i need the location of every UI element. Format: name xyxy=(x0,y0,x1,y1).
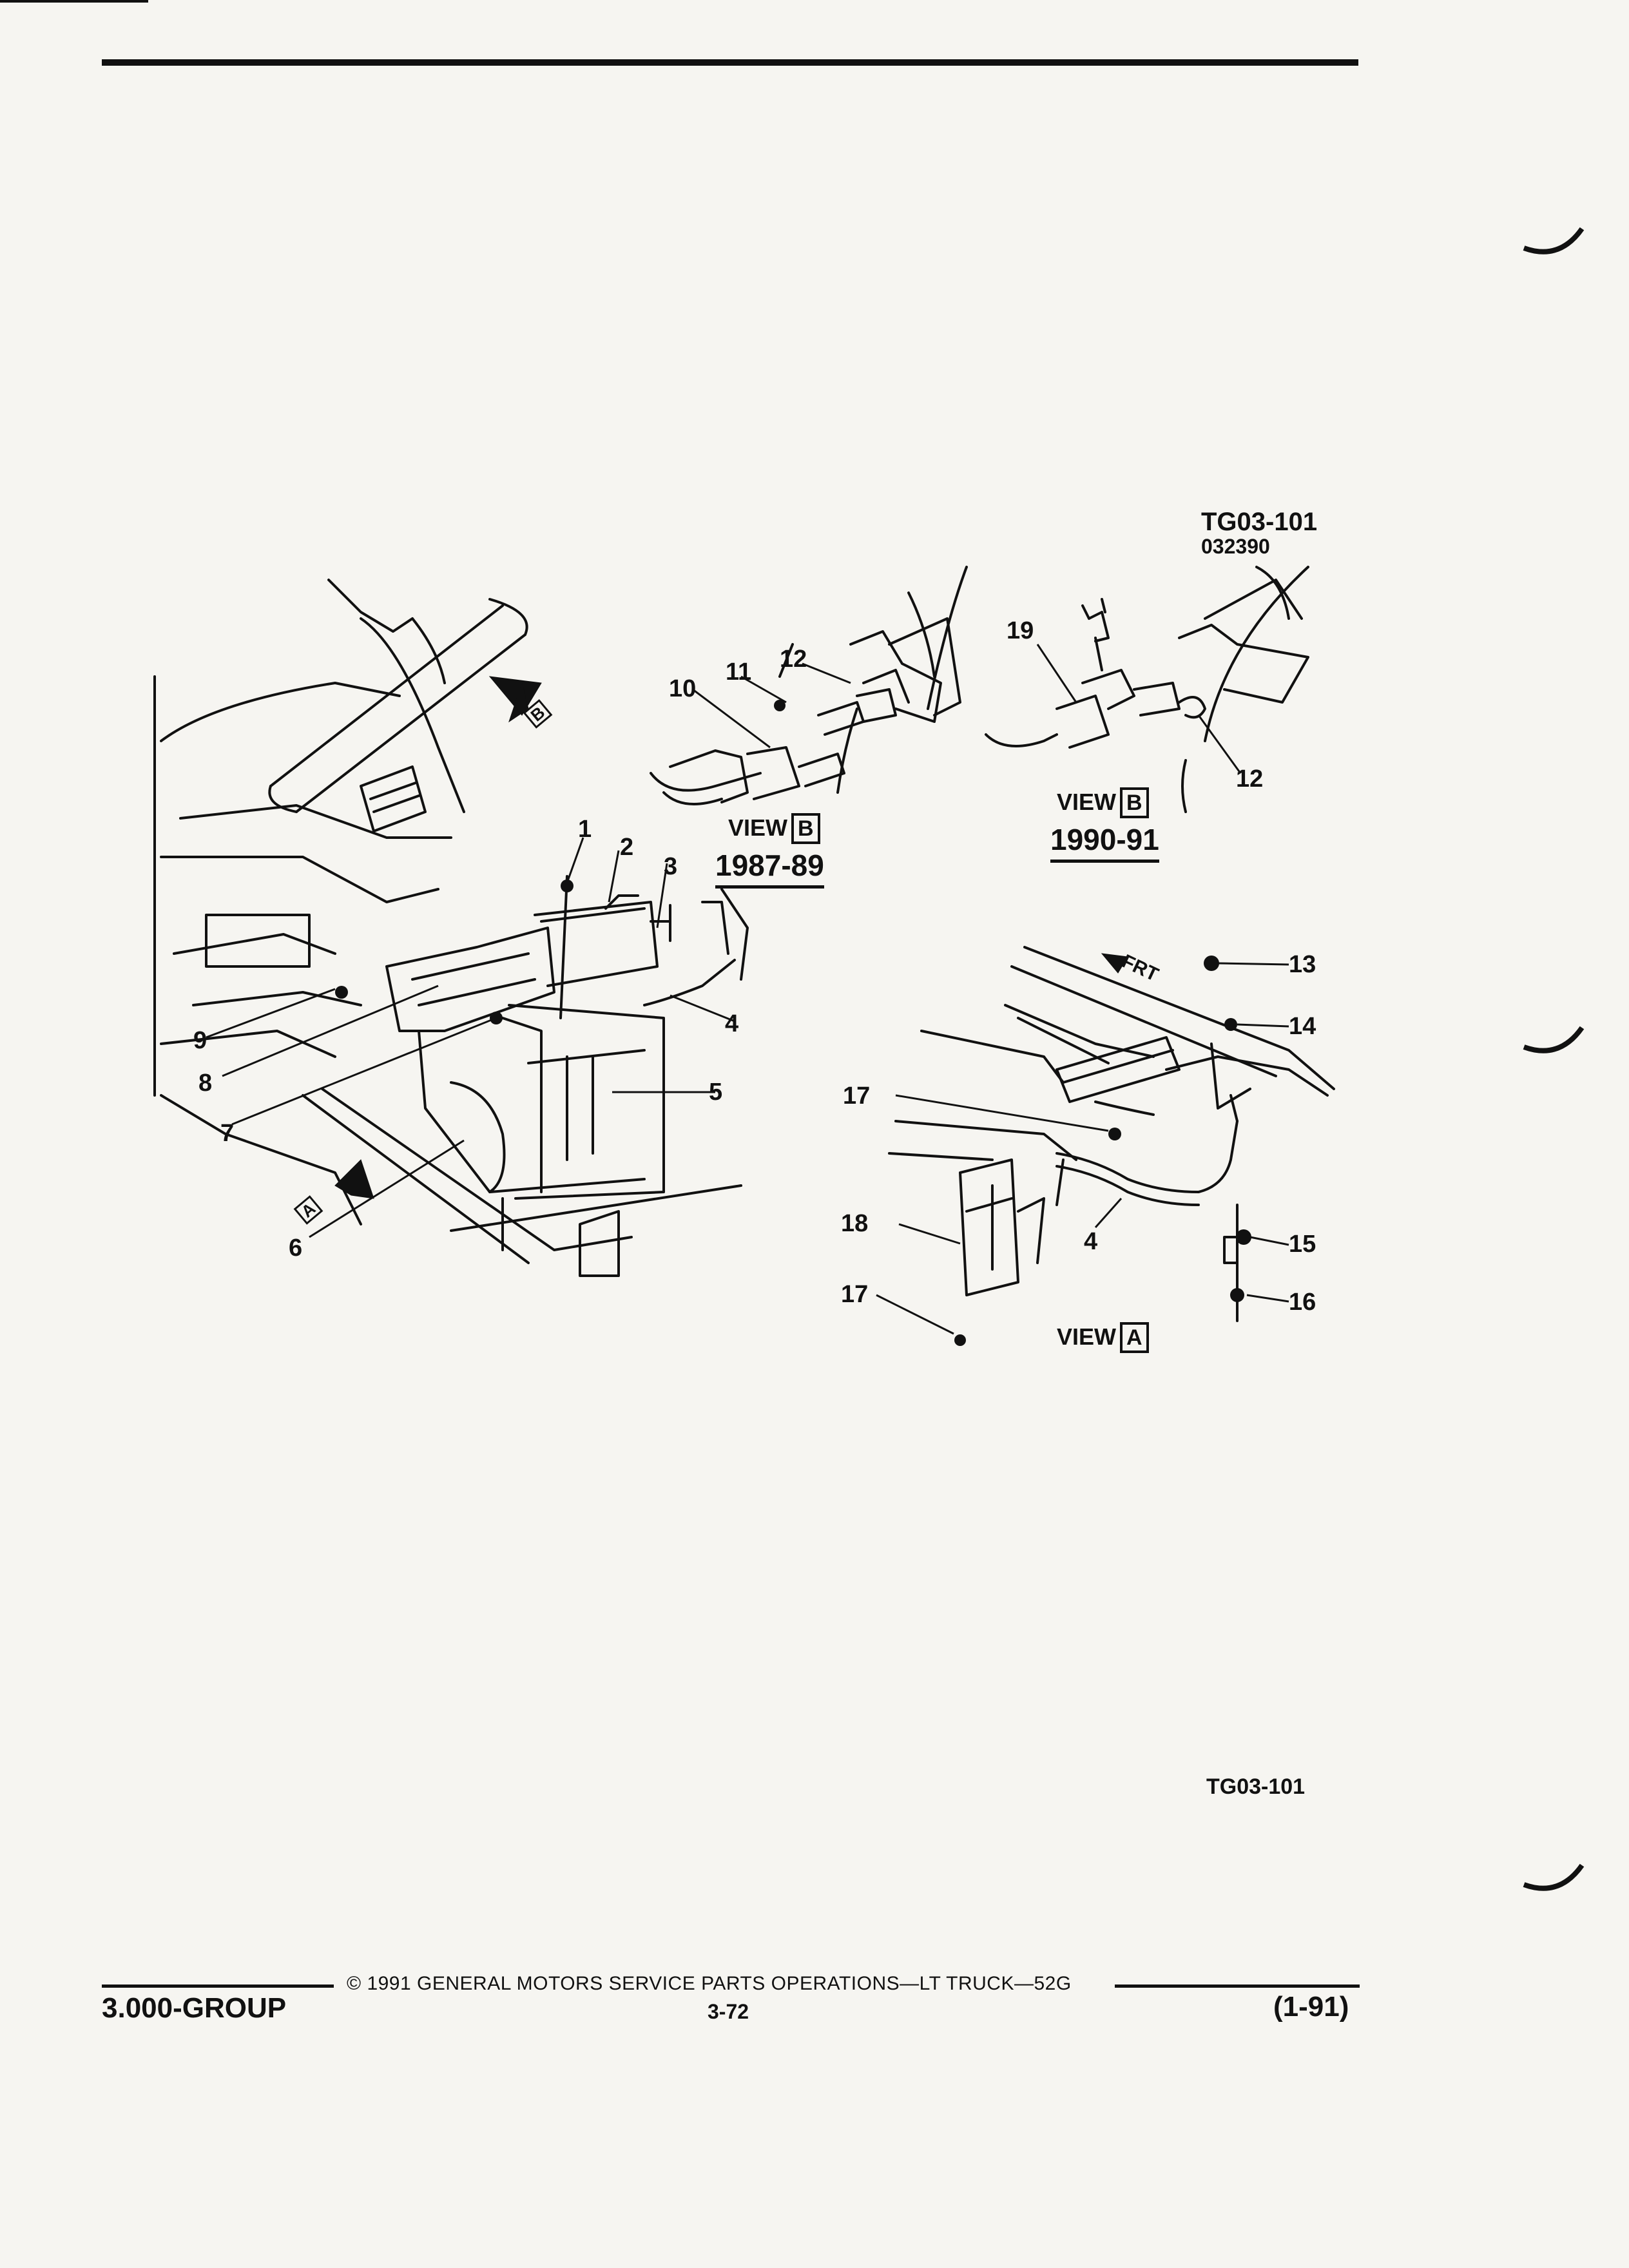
fasteners xyxy=(335,700,1251,1346)
arrow-view-b xyxy=(488,676,542,723)
callout-16: 16 xyxy=(1289,1289,1316,1316)
view-b-1990-box: B xyxy=(1120,787,1149,818)
corner-mark xyxy=(0,0,148,3)
callout-9: 9 xyxy=(193,1027,207,1054)
header-rule xyxy=(102,59,1358,66)
footer-copyright: © 1991 GENERAL MOTORS SERVICE PARTS OPER… xyxy=(347,1973,1072,1994)
view-b-1987-box: B xyxy=(791,813,820,844)
callout-12-b: 12 xyxy=(1236,765,1264,793)
view-a-illustration xyxy=(888,946,1335,1322)
callout-12-a: 12 xyxy=(780,646,807,673)
callout-3: 3 xyxy=(664,853,678,880)
arrow-frt xyxy=(1101,953,1128,974)
footer-group: 3.000-GROUP xyxy=(102,1992,287,2024)
callout-6: 6 xyxy=(289,1235,303,1262)
leader-lines xyxy=(206,644,1289,1335)
callout-8: 8 xyxy=(198,1070,213,1097)
footer-page-number: 3-72 xyxy=(708,2000,749,2023)
callout-4: 4 xyxy=(725,1010,739,1037)
callout-14: 14 xyxy=(1289,1013,1316,1040)
callout-15: 15 xyxy=(1289,1231,1316,1258)
callout-11: 11 xyxy=(726,658,752,686)
steering-column-illustration xyxy=(153,579,742,1277)
view-a-box: A xyxy=(1120,1322,1149,1353)
view-b-1990-illustration xyxy=(985,566,1309,813)
footer-rule-left xyxy=(102,1984,334,1988)
callout-19: 19 xyxy=(1007,617,1034,644)
arrows xyxy=(334,676,1128,1199)
arrow-view-a xyxy=(334,1159,374,1199)
view-a-word: VIEW xyxy=(1057,1323,1117,1350)
footer-revision: (1-91) xyxy=(1273,1991,1349,2023)
view-b-1987-years: 1987-89 xyxy=(715,848,824,889)
view-b-1987-illustration xyxy=(650,566,968,805)
callout-10: 10 xyxy=(669,675,697,702)
callout-5: 5 xyxy=(709,1079,723,1106)
view-b-1987-word: VIEW xyxy=(728,814,788,841)
callout-13: 13 xyxy=(1289,951,1316,978)
view-b-1990-word: VIEW xyxy=(1057,789,1117,815)
callout-1: 1 xyxy=(578,816,592,843)
footer-rule-right xyxy=(1115,1984,1360,1988)
callout-17-a: 17 xyxy=(843,1082,871,1110)
callout-4-view-a: 4 xyxy=(1084,1228,1098,1255)
figure-date-code: 032390 xyxy=(1201,535,1270,558)
callout-2: 2 xyxy=(620,834,634,861)
figure-code: TG03-101 xyxy=(1201,508,1318,536)
figure-code-bottom: TG03-101 xyxy=(1206,1774,1306,1799)
binder-marks xyxy=(1523,227,1585,1891)
view-b-1990-years: 1990-91 xyxy=(1050,822,1159,863)
callout-7: 7 xyxy=(220,1120,235,1147)
callout-18: 18 xyxy=(841,1210,869,1237)
callout-17-b: 17 xyxy=(841,1281,869,1308)
module-bracket-illustration xyxy=(385,875,749,1200)
